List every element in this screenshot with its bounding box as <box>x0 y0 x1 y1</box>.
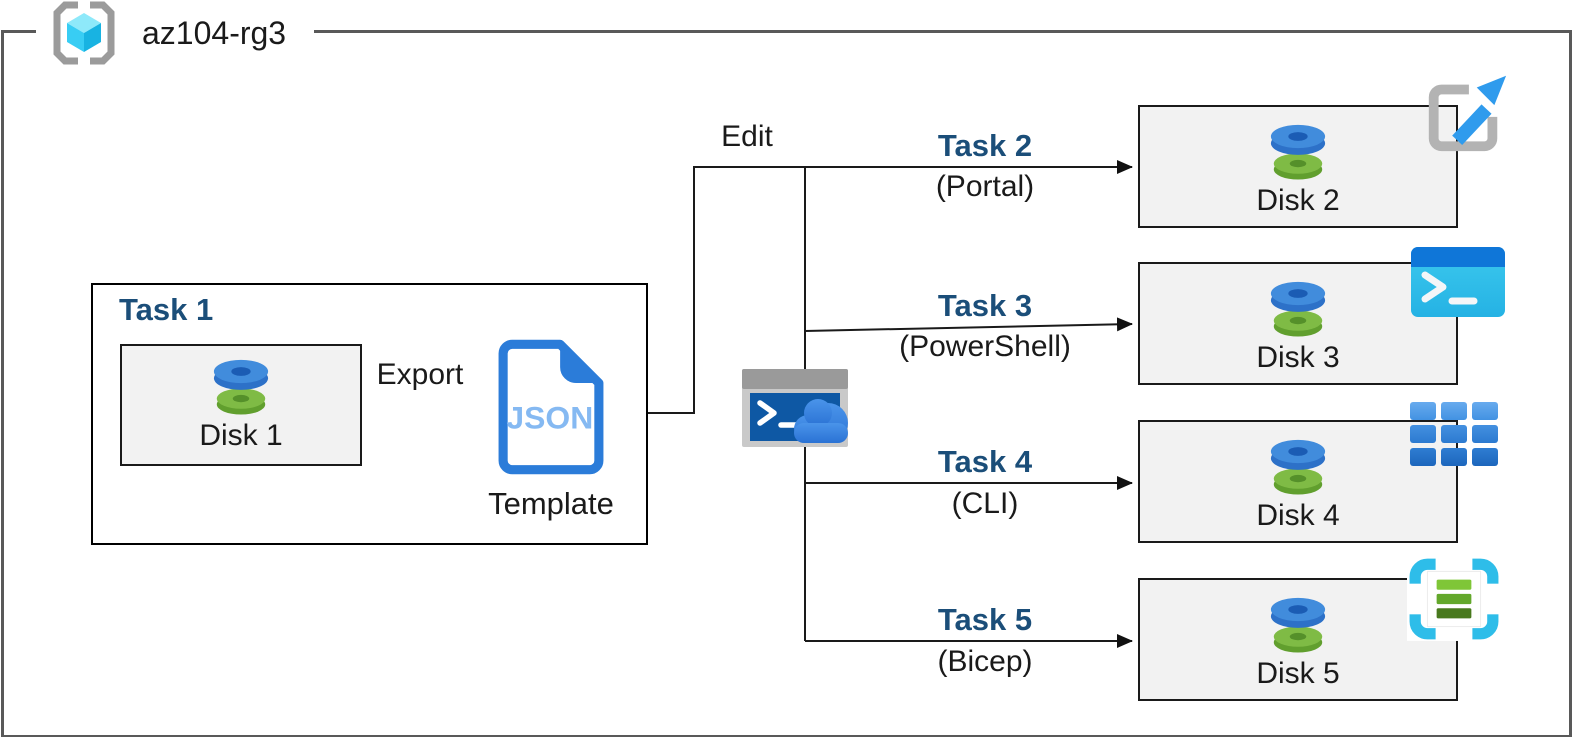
disk-icon <box>1261 278 1335 338</box>
disk1-box: Disk 1 <box>120 344 362 466</box>
edit-connector <box>646 160 1133 414</box>
template-label: Template <box>488 486 614 521</box>
resource-group-name: az104-rg3 <box>142 15 287 51</box>
disk3-box: Disk 3 <box>1138 262 1458 385</box>
resource-group-icon <box>46 0 122 66</box>
bicep-icon <box>1407 557 1501 641</box>
disk-icon <box>1261 436 1335 496</box>
disk-icon <box>204 356 278 416</box>
task1-title: Task 1 <box>119 292 214 327</box>
azure-portal-icon <box>1428 75 1507 152</box>
disk1-label: Disk 1 <box>199 419 283 452</box>
disk5-label: Disk 5 <box>1256 657 1340 690</box>
edit-label: Edit <box>721 120 773 153</box>
export-label: Export <box>376 358 464 391</box>
json-badge-text: JSON <box>506 400 593 436</box>
task4-label: Task 4 <box>937 444 1033 479</box>
disk2-label: Disk 2 <box>1256 184 1340 217</box>
task2-label: Task 2 <box>937 128 1033 163</box>
disk5-box: Disk 5 <box>1138 578 1458 701</box>
disk-icon <box>1261 121 1335 181</box>
cloud-shell-icon <box>742 369 848 447</box>
task3-label: Task 3 <box>937 288 1033 323</box>
task5-label: Task 5 <box>937 602 1033 637</box>
powershell-icon <box>1411 247 1505 317</box>
task2-method: (Portal) <box>935 170 1035 203</box>
task3-arrow <box>804 317 1133 332</box>
disk4-label: Disk 4 <box>1256 499 1340 532</box>
disk-icon <box>1261 594 1335 654</box>
disk2-box: Disk 2 <box>1138 105 1458 228</box>
task3-method: (PowerShell) <box>899 330 1071 363</box>
disk4-box: Disk 4 <box>1138 420 1458 543</box>
azure-cli-icon <box>1410 402 1498 466</box>
task4-method: (CLI) <box>951 487 1019 520</box>
json-template-icon: JSON <box>498 339 604 475</box>
disk3-label: Disk 3 <box>1256 341 1340 374</box>
resource-group-boundary <box>1 30 1572 737</box>
task5-method: (Bicep) <box>937 645 1033 678</box>
